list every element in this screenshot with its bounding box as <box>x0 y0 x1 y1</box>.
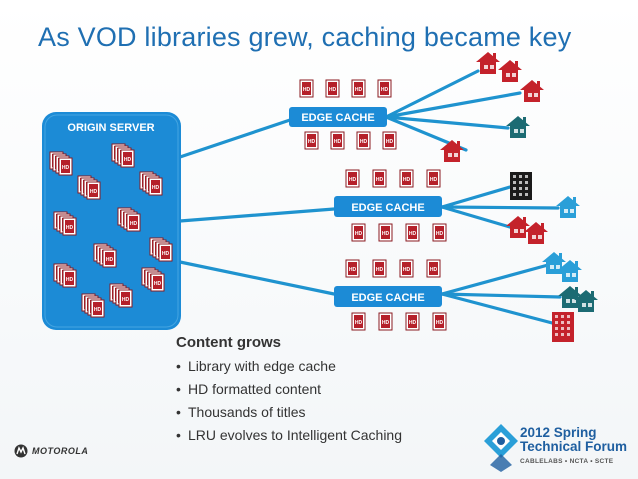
hd-tile-icon <box>405 312 420 331</box>
slide-title: As VOD libraries grew, caching became ke… <box>38 22 572 52</box>
hd-tile-icon <box>378 223 393 242</box>
link-edge1-house3 <box>384 115 510 130</box>
hd-tile-icon <box>304 131 319 150</box>
edge-label-2: EDGE CACHE <box>351 202 424 214</box>
bullet-item: •LRU evolves to Intelligent Caching <box>176 427 403 443</box>
hd-tile-icon <box>378 312 393 331</box>
building-icon <box>510 172 532 200</box>
hd-tile-icon <box>345 169 360 188</box>
bullet-list: Content grows •Library with edge cache •… <box>176 334 466 447</box>
link-edge2-house1 <box>440 185 512 209</box>
motorola-wordmark: MOTOROLA <box>32 446 89 456</box>
hd-tile-icon <box>299 79 314 98</box>
house-icon <box>506 116 530 138</box>
link-edge1-house2 <box>384 91 522 119</box>
links <box>178 69 562 326</box>
link-origin-edge1 <box>178 118 292 159</box>
hd-tile-icon <box>426 259 441 278</box>
bullet-heading: Content grows <box>176 334 281 351</box>
hd-tile-icon <box>426 169 441 188</box>
link-edge2-house2 <box>440 205 560 210</box>
hd-tile-icon <box>432 312 447 331</box>
hd-tile-icon <box>330 131 345 150</box>
edge-cache-2: EDGE CACHE <box>334 169 447 242</box>
hd-tile-icon <box>351 79 366 98</box>
edge-label-3: EDGE CACHE <box>351 292 424 304</box>
link-origin-edge3 <box>178 260 336 296</box>
forum-badge-icon <box>484 424 518 472</box>
hd-tile-icon <box>351 312 366 331</box>
edge-label-1: EDGE CACHE <box>301 112 374 124</box>
hd-tile-icon <box>372 259 387 278</box>
edge-cache-1: EDGE CACHE <box>289 79 397 150</box>
link-origin-edge2 <box>178 207 336 223</box>
bullet-item: •HD formatted content <box>176 381 322 397</box>
edge-cache-3: EDGE CACHE <box>334 259 447 331</box>
motorola-m-icon <box>14 444 28 458</box>
link-edge3-house3 <box>440 292 558 326</box>
hd-tile-icon <box>372 169 387 188</box>
forum-title: 2012 Spring Technical Forum <box>520 425 628 454</box>
link-edge1-house1 <box>384 69 480 119</box>
hd-tile-icon <box>399 259 414 278</box>
bullet-item: •Thousands of titles <box>176 404 306 420</box>
house-icon <box>556 196 580 218</box>
origin-label: ORIGIN SERVER <box>67 122 154 134</box>
house-icon <box>520 80 544 102</box>
hd-tile-icon <box>351 223 366 242</box>
bullet-item: •Library with edge cache <box>176 358 336 374</box>
hd-tile-icon <box>356 131 371 150</box>
forum-logo: 2012 Spring Technical Forum CABLELABS • … <box>484 422 634 474</box>
homes <box>440 52 598 342</box>
hd-tile-icon <box>432 223 447 242</box>
hd-tile-icon <box>405 223 420 242</box>
motorola-logo: MOTOROLA <box>14 444 88 458</box>
link-edge3-house1 <box>440 263 550 296</box>
hd-tile-icon <box>382 131 397 150</box>
hd-tile-icon <box>345 259 360 278</box>
hd-tile-icon <box>325 79 340 98</box>
forum-subtitle: CABLELABS • NCTA • SCTE <box>520 458 614 465</box>
house-icon <box>476 52 500 74</box>
hd-tile-icon <box>377 79 392 98</box>
link-edge3-house2 <box>440 292 562 299</box>
hd-tile-icon <box>399 169 414 188</box>
origin-server: ORIGIN SERVER <box>42 112 181 330</box>
house-icon <box>498 60 522 82</box>
building-icon <box>552 312 574 342</box>
house-icon <box>440 140 464 162</box>
link-edge2-house3 <box>440 205 522 232</box>
